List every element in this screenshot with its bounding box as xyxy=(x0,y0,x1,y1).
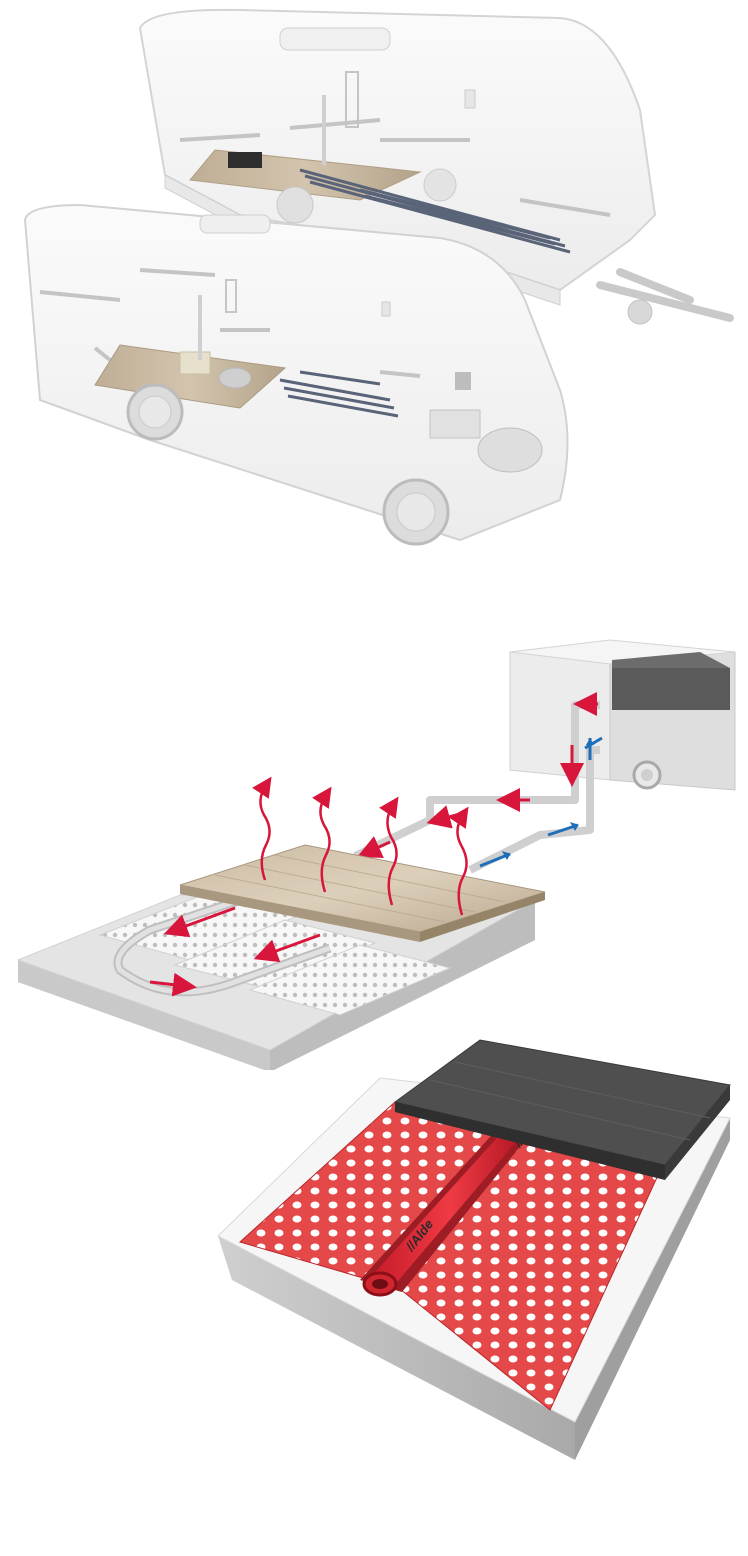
vehicle-cutaway-svg xyxy=(23,8,734,546)
roof-vent xyxy=(279,27,391,51)
heating-loop xyxy=(113,895,332,997)
heat-wave-icon xyxy=(379,796,399,906)
motorhome xyxy=(23,203,569,546)
rising-heat-waves xyxy=(252,776,469,916)
heating-flow-diagram xyxy=(0,630,748,1070)
cross-section-svg: //Alde //Alde xyxy=(217,1039,731,1460)
heat-wave-icon xyxy=(449,806,469,916)
floor-cross-section: //Alde //Alde xyxy=(0,1030,748,1530)
boiler-unit xyxy=(509,639,736,791)
heating-pipe xyxy=(368,1118,533,1288)
boiler-control-panel xyxy=(612,668,730,710)
heat-wave-icon xyxy=(312,786,332,893)
caravan-heating-mats xyxy=(299,168,571,254)
caravan-boiler xyxy=(228,152,262,168)
motorhome-roof-vent xyxy=(199,214,271,234)
heat-wave-icon xyxy=(252,776,272,881)
block-right-side xyxy=(575,1118,730,1460)
heating-flow-svg xyxy=(16,639,736,1070)
vehicle-cutaway-illustration xyxy=(0,0,748,560)
engine-heat-exchanger xyxy=(477,427,543,473)
caravan-wheel xyxy=(276,186,314,224)
motorhome-heating-mats xyxy=(279,370,399,418)
cold-flow-arrows xyxy=(479,736,603,868)
wood-floor-board xyxy=(179,844,546,942)
towel-radiator xyxy=(345,71,359,128)
block-front-side xyxy=(218,1236,575,1460)
motorhome-boiler xyxy=(179,351,211,375)
caravan-drawbar xyxy=(596,268,734,322)
